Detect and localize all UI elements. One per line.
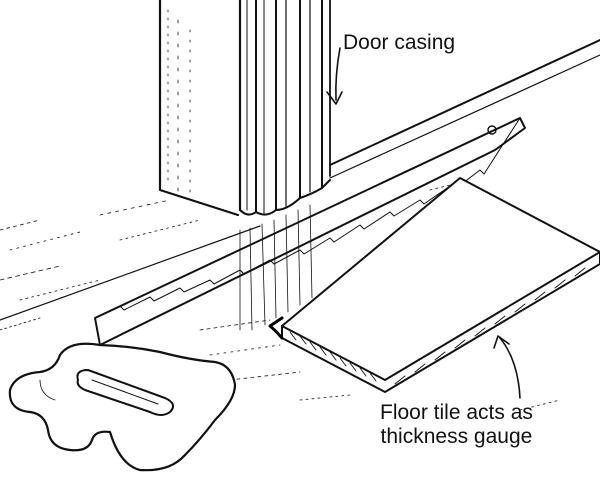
hand-saw-blade bbox=[94, 117, 526, 346]
floor-tile-label: Floor tile acts as thickness gauge bbox=[380, 401, 533, 449]
door-casing-label: Door casing bbox=[343, 31, 456, 54]
baseboard-line bbox=[329, 54, 600, 179]
door-jamb bbox=[158, 0, 240, 217]
door-casing-arrow bbox=[335, 47, 341, 101]
door-casing bbox=[238, 0, 331, 216]
floor-tile bbox=[268, 177, 600, 393]
floor-tile-label-line1: Floor tile acts as bbox=[380, 401, 533, 424]
saw-blade-hole bbox=[487, 125, 497, 135]
floor-tile-arrow bbox=[499, 337, 521, 399]
door-casing-arrowhead bbox=[326, 91, 343, 105]
wall-floor-line bbox=[329, 39, 600, 166]
floor-tile-label-line2: thickness gauge bbox=[380, 425, 533, 448]
floor-texture bbox=[0, 179, 561, 411]
hand-saw-handle bbox=[8, 342, 237, 472]
floor-tile-arrowhead bbox=[493, 335, 510, 349]
